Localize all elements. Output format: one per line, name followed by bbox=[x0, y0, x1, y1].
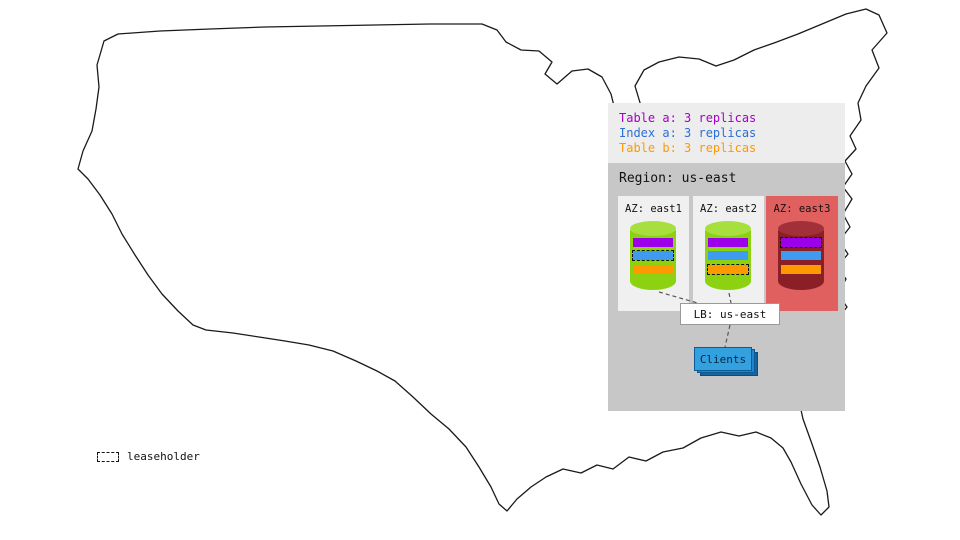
leaseholder-legend: leaseholder bbox=[97, 450, 200, 463]
replica-table-b-east2-leaseholder bbox=[707, 264, 749, 275]
replica-table-a-east3-leaseholder bbox=[780, 237, 822, 248]
replica-table-a-east2 bbox=[708, 238, 748, 247]
legend-table-a: Table a: 3 replicas bbox=[619, 111, 757, 125]
az-east1: AZ: east1 bbox=[618, 196, 689, 311]
region-title: Region: us-east bbox=[619, 171, 737, 186]
clients-box: Clients bbox=[694, 347, 752, 371]
region-container: Region: us-east AZ: east1 AZ: east2 AZ: … bbox=[608, 163, 845, 411]
legend-table-b: Table b: 3 replicas bbox=[619, 141, 757, 155]
leaseholder-swatch-icon bbox=[97, 451, 119, 462]
replica-table-a-east1 bbox=[633, 238, 673, 247]
az-east3-label: AZ: east3 bbox=[773, 203, 831, 215]
db-node-east2 bbox=[705, 221, 751, 290]
replica-table-b-east3 bbox=[781, 265, 821, 274]
az-east1-label: AZ: east1 bbox=[625, 203, 682, 215]
db-node-east1 bbox=[630, 221, 676, 290]
clients-stack: Clients bbox=[694, 347, 762, 381]
replica-index-a-east1-leaseholder bbox=[632, 250, 674, 261]
replica-index-a-east3 bbox=[781, 251, 821, 260]
db-node-east3 bbox=[778, 221, 824, 290]
legend-index-a: Index a: 3 replicas bbox=[619, 126, 757, 140]
az-east3: AZ: east3 bbox=[766, 196, 838, 311]
replica-legend: Table a: 3 replicas Index a: 3 replicas … bbox=[608, 103, 845, 163]
replica-table-b-east1 bbox=[633, 265, 673, 274]
az-east2-label: AZ: east2 bbox=[700, 203, 757, 215]
load-balancer: LB: us-east bbox=[680, 303, 780, 325]
az-east2: AZ: east2 bbox=[693, 196, 764, 311]
leaseholder-legend-label: leaseholder bbox=[127, 450, 200, 463]
replica-index-a-east2 bbox=[708, 251, 748, 260]
